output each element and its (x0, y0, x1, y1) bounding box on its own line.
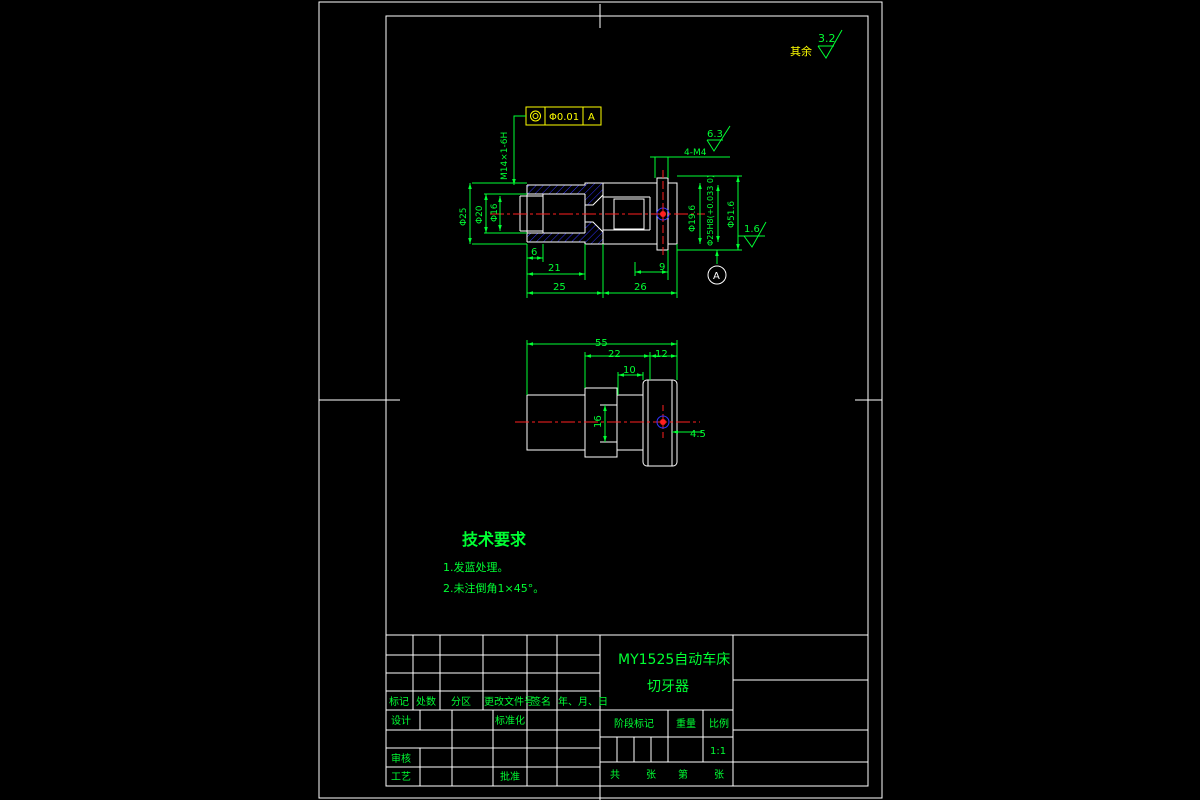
dim-len22: 22 (608, 349, 621, 360)
tb-zone: 分区 (451, 696, 471, 708)
tech-req-title: 技术要求 (462, 530, 527, 549)
concentricity-icon (530, 110, 541, 122)
tb-scale: 比例 (709, 717, 729, 730)
hatch-top-left (527, 185, 585, 194)
finish-other-label: 其余 (790, 44, 812, 58)
hatch-bottom-left (527, 233, 585, 242)
dim-d16: Φ16 (490, 203, 500, 222)
tb-process: 工艺 (391, 771, 411, 783)
tb-date: 年、月、日 (558, 695, 608, 708)
dim-len25: 25 (553, 282, 566, 293)
gdt-tolerance: Φ0.01 (549, 112, 579, 123)
dim-len10: 10 (623, 365, 636, 376)
finish-1-6: 1.6 (743, 221, 767, 248)
tb-weight: 重量 (676, 717, 696, 730)
tb-sheet-total: 共 (610, 769, 620, 781)
dim-holes: 4-M4 (684, 148, 707, 158)
finish-other-value: 3.2 (818, 32, 836, 45)
bottom-view-outline (526, 379, 678, 467)
dim-d25h8: Φ25H8(+0.033 0) (706, 175, 715, 246)
dim-w45: 4.5 (690, 429, 706, 440)
tb-review: 审核 (391, 752, 411, 765)
tb-sign: 签名 (531, 695, 551, 708)
dim-len55: 55 (595, 338, 608, 349)
tb-standard: 标准化 (495, 714, 525, 727)
tb-sheet-unit1: 张 (646, 769, 656, 781)
tech-req-item-1: 1.发蓝处理。 (443, 560, 509, 574)
drawing-title-line2: 切牙器 (647, 679, 689, 695)
tb-sheet-unit2: 张 (714, 769, 724, 781)
tech-req-item-2: 2.未注倒角1×45°。 (443, 581, 544, 595)
datum-label: A (713, 271, 720, 282)
bottom-center-dot (660, 419, 666, 425)
datum-circle (707, 265, 727, 285)
tb-sheet-no: 第 (678, 768, 688, 781)
finish-16-value: 1.6 (744, 224, 760, 235)
tb-doc: 更改文件号 (484, 695, 534, 708)
tb-count: 处数 (416, 695, 436, 708)
hatch-bottom-mid (585, 222, 603, 244)
dim-len26: 26 (634, 282, 647, 293)
tb-approve: 批准 (500, 770, 520, 783)
gdt-frame: Φ0.01 A (512, 106, 602, 185)
dim-len21: 21 (548, 263, 561, 274)
finish-6-3: 6.3 (706, 125, 731, 152)
hatch-top-mid (585, 183, 603, 205)
surface-finish-other: 其余 3.2 (790, 29, 843, 59)
title-block: MY1525自动车床 切牙器 标记 处数 分区 更改文件号 签名 年、月、日 设… (385, 634, 869, 787)
tb-design: 设计 (391, 714, 411, 727)
top-view: 6.3 1.6 A M14×1-6H Φ25 Φ20 Φ16 6 21 25 2… (459, 125, 767, 298)
gdt-datum: A (588, 112, 595, 123)
bottom-dimensions (526, 340, 702, 442)
dim-len12: 12 (655, 349, 668, 360)
bottom-view: 55 22 12 10 16 4.5 (515, 338, 706, 467)
dim-d20: Φ20 (475, 205, 485, 224)
tb-mark: 标记 (389, 696, 409, 708)
dim-len9: 9 (659, 262, 665, 273)
tb-scale-value: 1:1 (710, 746, 726, 757)
dim-d196: Φ19.6 (688, 205, 698, 232)
finish-63-value: 6.3 (707, 129, 723, 140)
dim-w16: 16 (593, 415, 604, 428)
dim-d25: Φ25 (459, 207, 469, 226)
bottom-center-ring (656, 415, 670, 429)
dim-d516: Φ51.6 (727, 201, 737, 228)
title-block-grid (385, 634, 869, 787)
dim-thread: M14×1-6H (500, 132, 510, 180)
dim-len6: 6 (531, 247, 537, 258)
inner-border (385, 15, 869, 787)
tb-stage-mark: 阶段标记 (614, 717, 654, 730)
top-dimensions (468, 156, 765, 298)
tech-requirements: 技术要求 1.发蓝处理。 2.未注倒角1×45°。 (443, 530, 544, 595)
drawing-title-line1: MY1525自动车床 (618, 651, 730, 668)
